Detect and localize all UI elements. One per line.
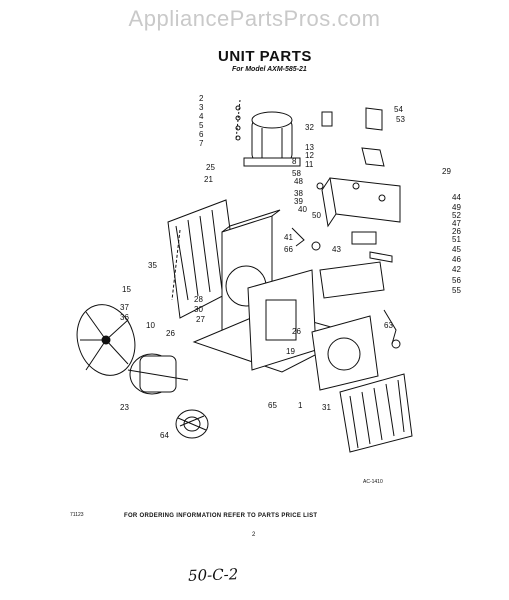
- part-callout: 19: [286, 347, 295, 356]
- handwritten-note: 50-C-2: [187, 565, 239, 585]
- part-callout: 40: [298, 205, 307, 214]
- part-callout: 26: [292, 327, 301, 336]
- part-callout: 32: [305, 123, 314, 132]
- page-number: 2: [252, 532, 256, 538]
- part-callout: 52: [452, 211, 461, 220]
- evaporator-coil-drawing: [339, 373, 413, 453]
- diagram-subtitle: For Model AXM-585-21: [232, 66, 307, 73]
- fan-blade-drawing: [76, 304, 136, 376]
- part-callout: 44: [452, 193, 461, 202]
- part-callout: 5: [199, 121, 204, 130]
- part-callout: 51: [452, 235, 461, 244]
- part-callout: 63: [384, 321, 393, 330]
- part-callout: 31: [322, 403, 331, 412]
- part-callout: 49: [452, 203, 461, 212]
- part-callout: 11: [305, 160, 314, 169]
- control-box-drawing: [321, 177, 401, 228]
- part-callout: 45: [452, 245, 461, 254]
- part-callout: 2: [199, 94, 204, 103]
- part-callout: 30: [194, 305, 203, 314]
- part-callout: 56: [452, 276, 461, 285]
- part-callout: 4: [199, 112, 204, 121]
- part-callout: 64: [160, 431, 169, 440]
- part-callout: 43: [332, 245, 341, 254]
- site-watermark: AppliancePartsPros.com: [128, 6, 381, 31]
- part-callout: 12: [305, 151, 314, 160]
- ordering-note: FOR ORDERING INFORMATION REFER TO PARTS …: [124, 513, 318, 519]
- part-callout: 65: [268, 401, 277, 410]
- part-callout: 26: [166, 329, 175, 338]
- diagram-title: UNIT PARTS: [218, 48, 312, 65]
- part-callout: 3: [199, 103, 204, 112]
- part-callout: 29: [442, 167, 451, 176]
- part-callout: 47: [452, 219, 461, 228]
- part-callout: 55: [452, 286, 461, 295]
- part-callout: 8: [292, 157, 297, 166]
- part-callout: 7: [199, 139, 204, 148]
- part-callout: 41: [284, 233, 293, 242]
- part-callout: 1: [298, 401, 303, 410]
- part-callout: 6: [199, 130, 204, 139]
- relay-drawing: [321, 107, 385, 167]
- part-callout: 48: [294, 177, 303, 186]
- part-callout: 27: [196, 315, 205, 324]
- part-callout: 38: [294, 189, 303, 198]
- part-callout: 53: [396, 115, 405, 124]
- fan-motor-drawing: [127, 353, 189, 395]
- left-code: 71123: [70, 512, 84, 518]
- part-callout: 42: [452, 265, 461, 274]
- blower-wheel-drawing: [175, 409, 209, 439]
- part-callout: 23: [120, 403, 129, 412]
- part-callout: 39: [294, 197, 303, 206]
- part-callout: 10: [146, 321, 155, 330]
- part-callout: 28: [194, 295, 203, 304]
- part-callout: 54: [394, 105, 403, 114]
- part-callout: 46: [452, 255, 461, 264]
- part-callout: 21: [204, 175, 213, 184]
- part-callout: 37: [120, 303, 129, 312]
- base-chassis-drawing: [192, 269, 379, 391]
- part-callout: 26: [452, 227, 461, 236]
- drawing-code: AC-1410: [363, 479, 383, 485]
- part-callout: 25: [206, 163, 215, 172]
- part-callout: 66: [284, 245, 293, 254]
- callout-group: 2345678321211135453295848383940504144495…: [120, 94, 461, 440]
- compressor-drawing: [235, 99, 301, 167]
- part-callout: 15: [122, 285, 131, 294]
- part-callout: 13: [305, 143, 314, 152]
- part-callout: 58: [292, 169, 301, 178]
- part-callout: 36: [120, 313, 129, 322]
- part-callout: 35: [148, 261, 157, 270]
- part-callout: 50: [312, 211, 321, 220]
